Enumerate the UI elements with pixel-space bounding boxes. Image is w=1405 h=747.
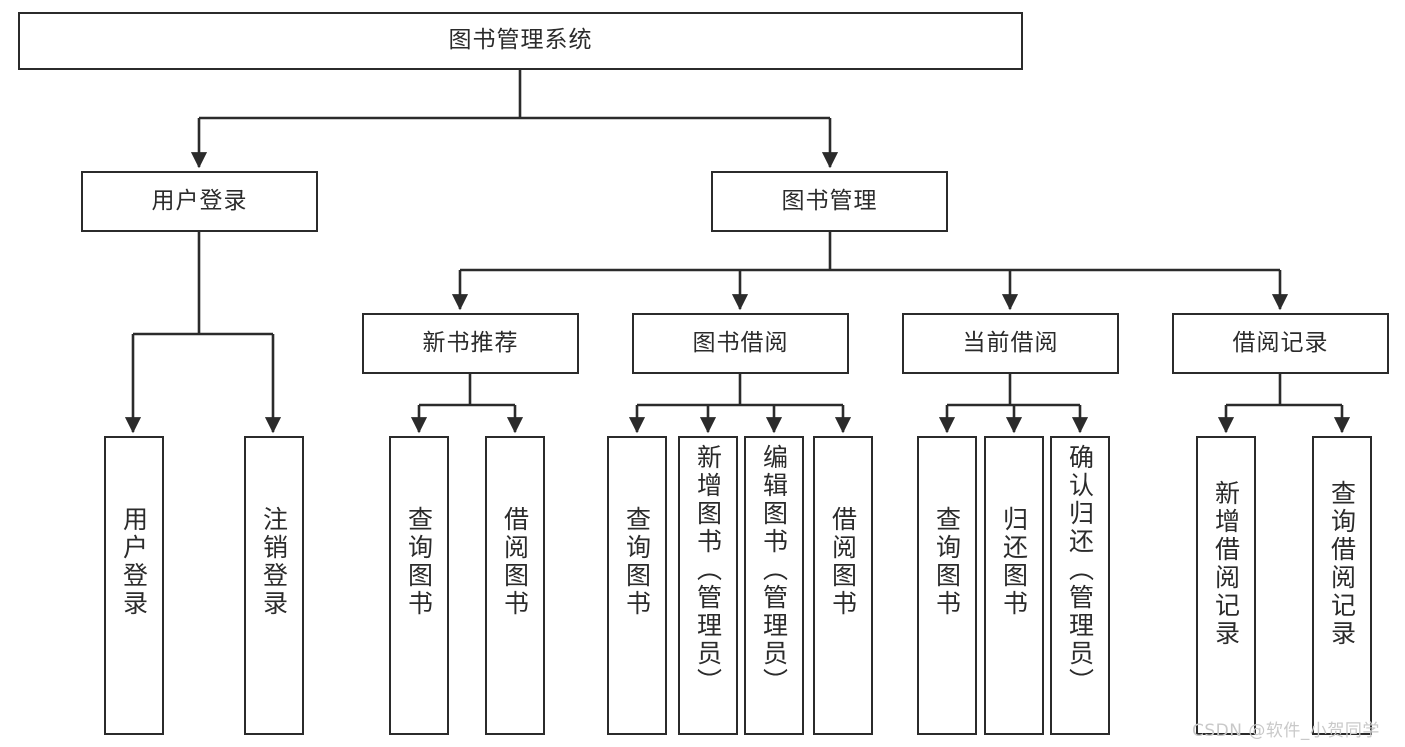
node-leaf-borrow-book-2-label: 借阅图书 [828, 506, 858, 618]
node-leaf-query-book-1-label: 查询图书 [404, 506, 434, 618]
node-current-borrow-label: 当前借阅 [962, 329, 1059, 356]
node-leaf-query-borrow-record-label: 查询借阅记录 [1327, 480, 1357, 648]
node-leaf-add-book-admin[interactable]: 新增图书（管理员） [678, 436, 738, 735]
node-leaf-query-book-2[interactable]: 查询图书 [607, 436, 667, 735]
node-root[interactable]: 图书管理系统 [18, 12, 1023, 70]
node-leaf-query-book-3[interactable]: 查询图书 [917, 436, 977, 735]
node-leaf-user-login-label: 用户登录 [119, 506, 149, 618]
node-new-book-recommend-label: 新书推荐 [422, 329, 519, 356]
node-book-borrow[interactable]: 图书借阅 [632, 313, 849, 374]
node-leaf-return-book[interactable]: 归还图书 [984, 436, 1044, 735]
node-leaf-add-borrow-record[interactable]: 新增借阅记录 [1196, 436, 1256, 735]
node-book-manage-label: 图书管理 [781, 187, 878, 214]
node-user-login[interactable]: 用户登录 [81, 171, 318, 232]
node-leaf-confirm-return-admin[interactable]: 确认归还（管理员） [1050, 436, 1110, 735]
node-leaf-query-book-1[interactable]: 查询图书 [389, 436, 449, 735]
node-leaf-logout-label: 注销登录 [259, 506, 289, 618]
node-leaf-logout[interactable]: 注销登录 [244, 436, 304, 735]
node-user-login-label: 用户登录 [151, 187, 248, 214]
node-leaf-return-book-label: 归还图书 [999, 506, 1029, 618]
csdn-watermark: CSDN @软件_小贺同学 [1192, 721, 1380, 741]
node-leaf-borrow-book-1-label: 借阅图书 [500, 506, 530, 618]
node-leaf-borrow-book-2[interactable]: 借阅图书 [813, 436, 873, 735]
node-leaf-edit-book-admin[interactable]: 编辑图书（管理员） [744, 436, 804, 735]
node-leaf-user-login[interactable]: 用户登录 [104, 436, 164, 735]
node-book-manage[interactable]: 图书管理 [711, 171, 948, 232]
node-borrow-record[interactable]: 借阅记录 [1172, 313, 1389, 374]
node-leaf-borrow-book-1[interactable]: 借阅图书 [485, 436, 545, 735]
node-root-label: 图书管理系统 [448, 27, 593, 54]
node-leaf-query-book-2-label: 查询图书 [622, 506, 652, 618]
node-leaf-query-book-3-label: 查询图书 [932, 506, 962, 618]
node-borrow-record-label: 借阅记录 [1232, 329, 1329, 356]
node-book-borrow-label: 图书借阅 [692, 329, 789, 356]
node-leaf-edit-book-admin-label: 编辑图书（管理员） [759, 444, 789, 696]
node-leaf-query-borrow-record[interactable]: 查询借阅记录 [1312, 436, 1372, 735]
node-new-book-recommend[interactable]: 新书推荐 [362, 313, 579, 374]
node-leaf-add-book-admin-label: 新增图书（管理员） [693, 444, 723, 696]
node-leaf-confirm-return-admin-label: 确认归还（管理员） [1065, 444, 1095, 696]
node-leaf-add-borrow-record-label: 新增借阅记录 [1211, 480, 1241, 648]
node-current-borrow[interactable]: 当前借阅 [902, 313, 1119, 374]
